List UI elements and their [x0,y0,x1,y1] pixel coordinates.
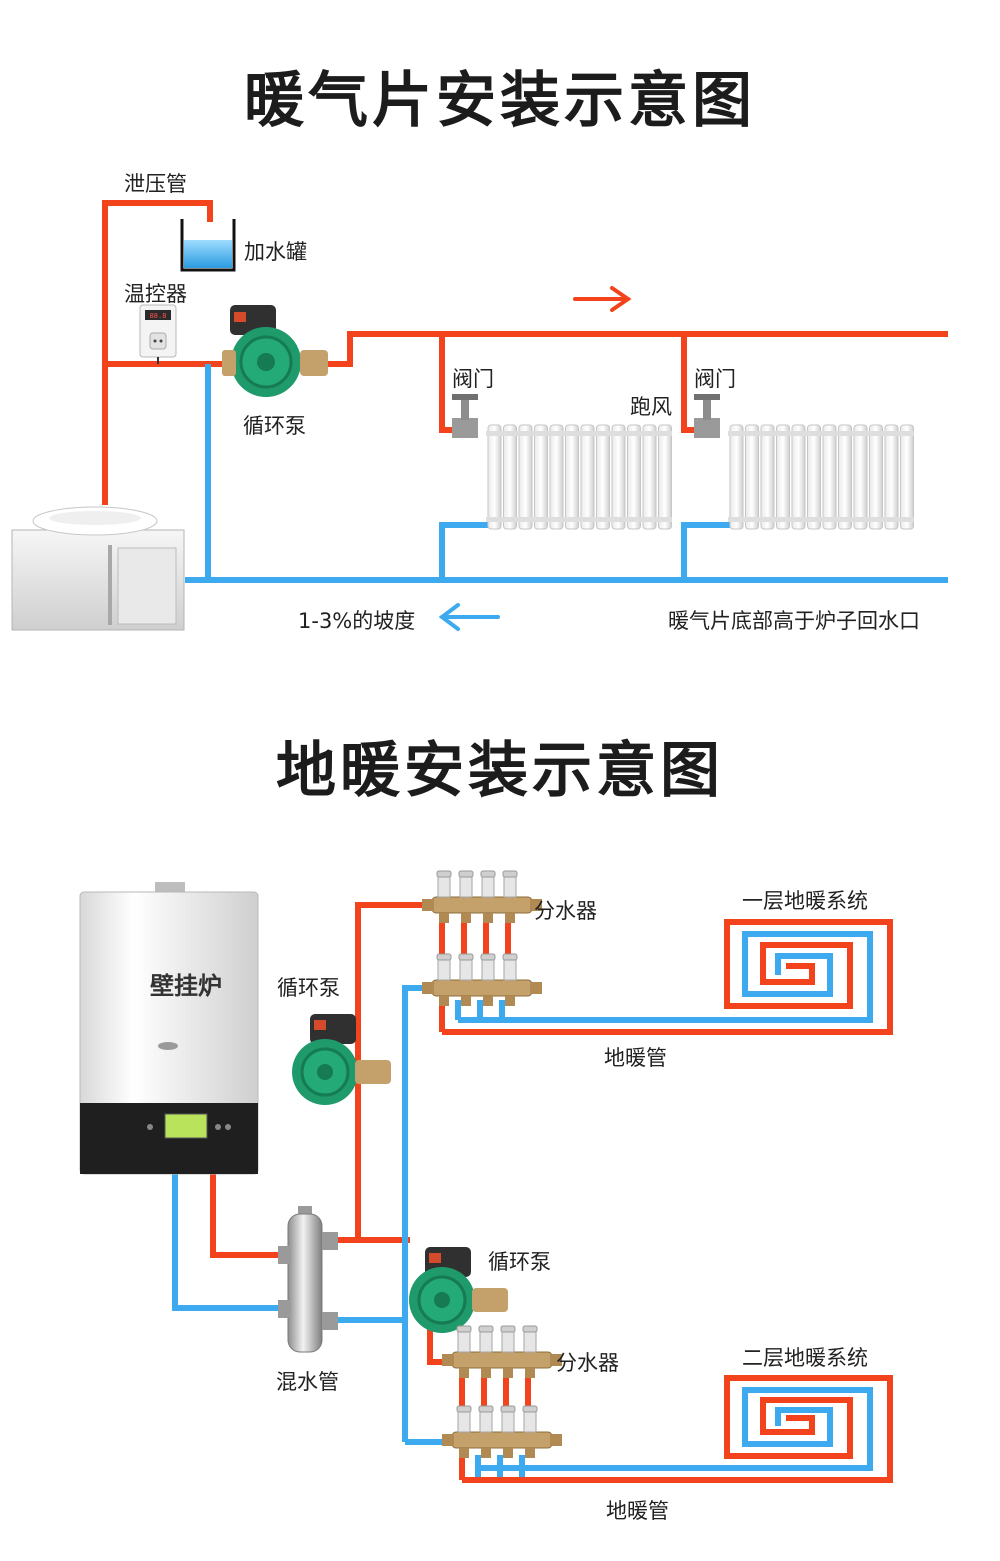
radiator-diagram: 88.8 [11,200,948,631]
svg-text:88.8: 88.8 [150,312,167,320]
valve-icon-2 [694,394,720,438]
floor2-heating-loop [462,1375,893,1483]
return-pipes [185,364,948,583]
floor1-system-label: 一层地暖系统 [742,889,868,913]
pump-upper-label: 循环泵 [277,976,340,1000]
floor-pipe-lower-label: 地暖管 [606,1499,669,1523]
supply-pipes [102,200,948,505]
flow-right-arrow [573,286,632,312]
mixing-pipe-icon [278,1206,338,1353]
thermostat-icon: 88.8 [139,304,177,364]
mixing-pipe-label: 混水管 [276,1370,339,1394]
thermostat-label: 温控器 [124,282,187,306]
valve-label-1: 阀门 [452,367,494,391]
water-tank-label: 加水罐 [244,240,307,264]
water-tank-icon [180,219,236,272]
floor-heating-diagram-title: 地暖安装示意图 [276,736,724,806]
manifold-upper-return-icon [422,953,542,1006]
valve-icon-1 [452,394,478,438]
radiator-icon-1 [486,424,672,530]
air-vent-label: 跑风 [630,395,672,419]
pump-icon [222,305,328,397]
manifold-lower-label: 分水器 [556,1351,619,1375]
floor2-system-label: 二层地暖系统 [742,1346,868,1370]
height-note-label: 暖气片底部高于炉子回水口 [668,609,920,633]
manifold-upper-supply-icon [422,870,542,923]
pump-label: 循环泵 [243,414,306,438]
boiler-unit-icon [11,506,185,631]
manifold-lower-return-icon [442,1405,562,1458]
flow-left-arrow [438,603,500,631]
manifold-upper-label: 分水器 [534,899,597,923]
wall-boiler-icon [79,882,259,1175]
pump-lower-label: 循环泵 [488,1250,551,1274]
slope-label: 1-3%的坡度 [298,609,416,633]
radiator-diagram-title: 暖气片安装示意图 [244,66,756,136]
floor1-heating-loop [442,919,893,1035]
relief-pipe-label: 泄压管 [124,172,187,196]
manifold-lower-supply-icon [442,1325,562,1378]
boiler-label: 壁挂炉 [150,972,222,1000]
floor-pipe-upper-label: 地暖管 [604,1046,667,1070]
valve-label-2: 阀门 [694,367,736,391]
radiator-icon-2 [728,424,914,530]
pump-upper-icon [292,1014,391,1105]
